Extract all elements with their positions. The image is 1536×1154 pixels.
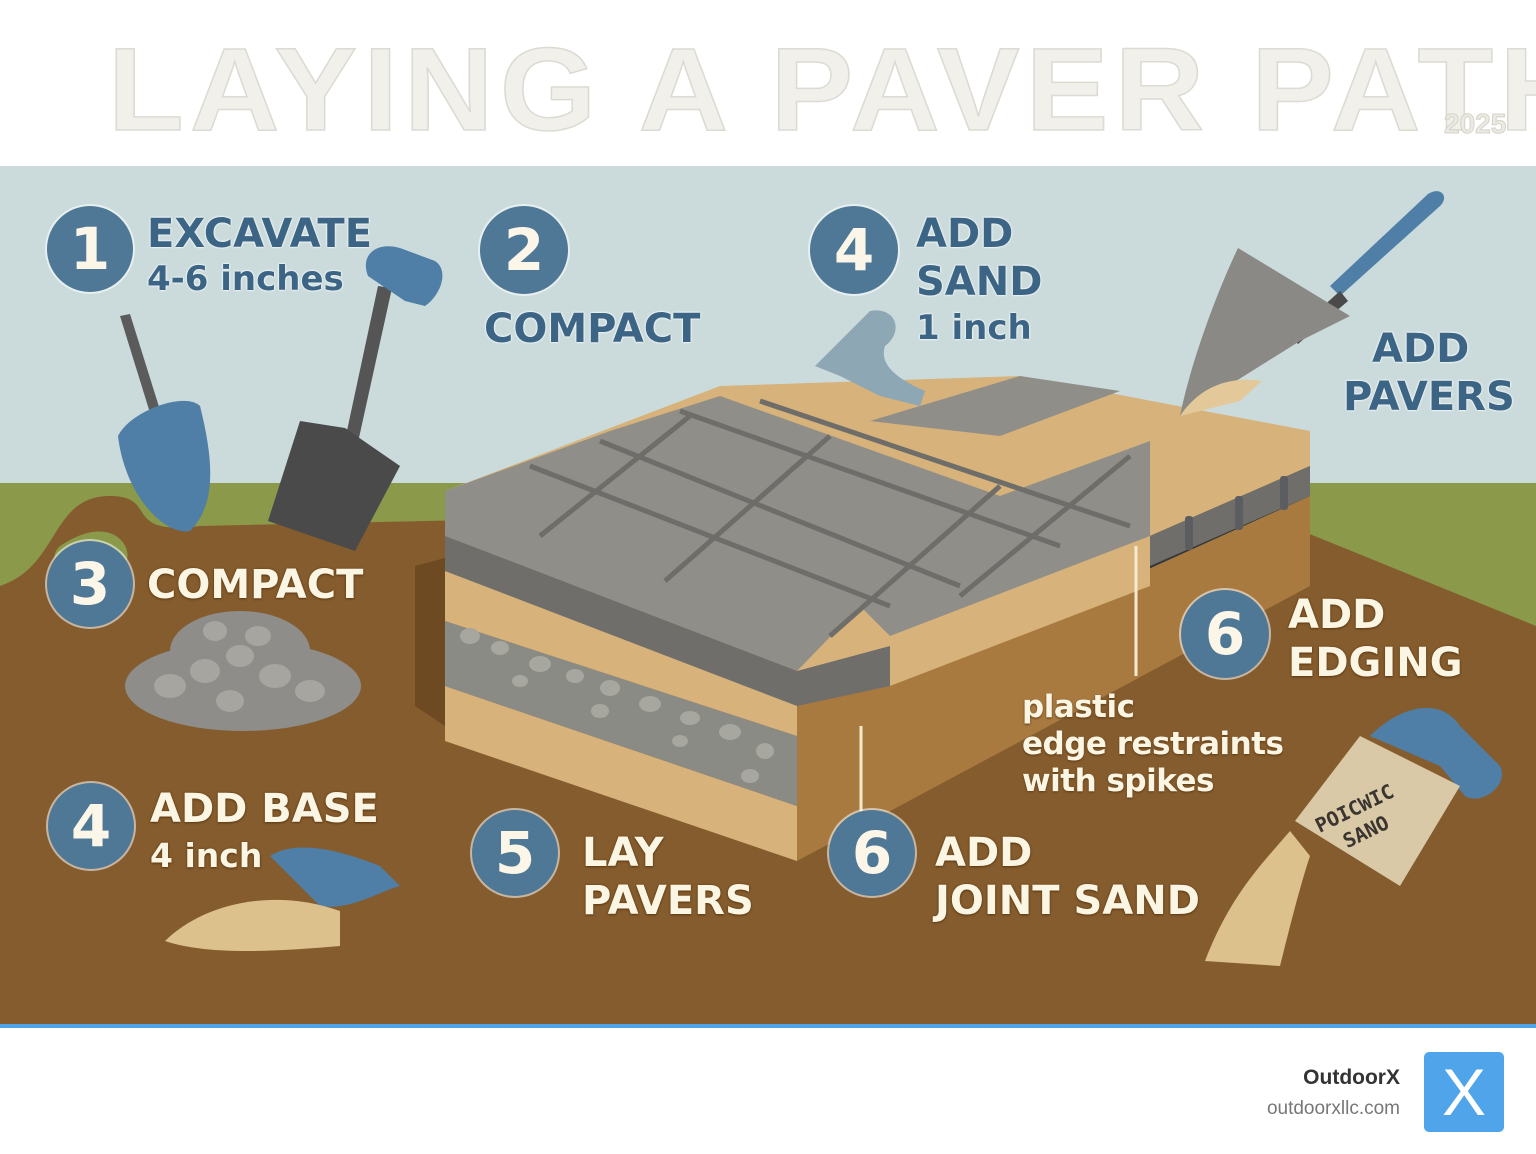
step-5-title-line1: LAY (582, 830, 664, 876)
step-4-sand-detail: 1 inch (916, 308, 1032, 348)
sand-bag (1205, 707, 1502, 966)
paver-path-illustration (0, 166, 1536, 1024)
step-3-title: COMPACT (147, 562, 364, 608)
step-badge-4-base: 4 (48, 783, 134, 869)
step-badge-3: 3 (47, 541, 133, 627)
page-title: LAYING A PAVER PATH (107, 24, 1536, 156)
edging-note-line3: with spikes (1022, 763, 1214, 799)
step-badge-5: 5 (472, 810, 558, 896)
brand-url[interactable]: outdoorxllc.com (1266, 1098, 1400, 1119)
step-4-base-title: ADD BASE (150, 786, 379, 832)
step-badge-2: 2 (480, 206, 568, 294)
brand-logo-icon: X (1424, 1052, 1504, 1132)
step-4-sand-title-line2: SAND (916, 259, 1043, 305)
footer-accent-bar (0, 1024, 1536, 1028)
step-5-title-line2: PAVERS (582, 878, 754, 924)
step-6-edging-title-line2: EDGING (1288, 640, 1463, 686)
edging-note-line1: plastic (1022, 689, 1135, 725)
step-6-joint-title-line2: JOINT SAND (935, 878, 1200, 924)
illustration-scene: 1 EXCAVATE 4-6 inches 2 COMPACT 4 ADD SA… (0, 166, 1536, 1024)
step-badge-4-sand: 4 (810, 206, 898, 294)
step-1-detail: 4-6 inches (147, 259, 344, 299)
trowel-icon (1180, 191, 1445, 416)
step-4-base-detail: 4 inch (150, 836, 263, 875)
sand-scoop (165, 847, 400, 951)
step-badge-1: 1 (47, 206, 133, 292)
add-pavers-line2: PAVERS (1343, 374, 1515, 420)
footer: OutdoorX outdoorxllc.com X (0, 1028, 1536, 1154)
step-badge-6-edging: 6 (1181, 590, 1269, 678)
edging-note-line2: edge restraints (1022, 726, 1284, 762)
add-pavers-line1: ADD (1372, 326, 1470, 372)
step-badge-6-joint-sand: 6 (829, 810, 915, 896)
brand-name: OutdoorX (1303, 1066, 1400, 1089)
spade-icon (118, 314, 211, 532)
header: LAYING A PAVER PATH 2025 (0, 0, 1536, 166)
shovel-icon (268, 246, 443, 551)
step-6-edging-title-line1: ADD (1288, 592, 1386, 638)
step-4-sand-title-line1: ADD (916, 211, 1014, 257)
step-2-title: COMPACT (484, 306, 701, 352)
year-label: 2025 (1443, 108, 1507, 140)
gravel-pile (125, 611, 361, 731)
step-6-joint-title-line1: ADD (935, 830, 1033, 876)
paver-surface (445, 376, 1310, 706)
step-1-title: EXCAVATE (147, 211, 373, 257)
